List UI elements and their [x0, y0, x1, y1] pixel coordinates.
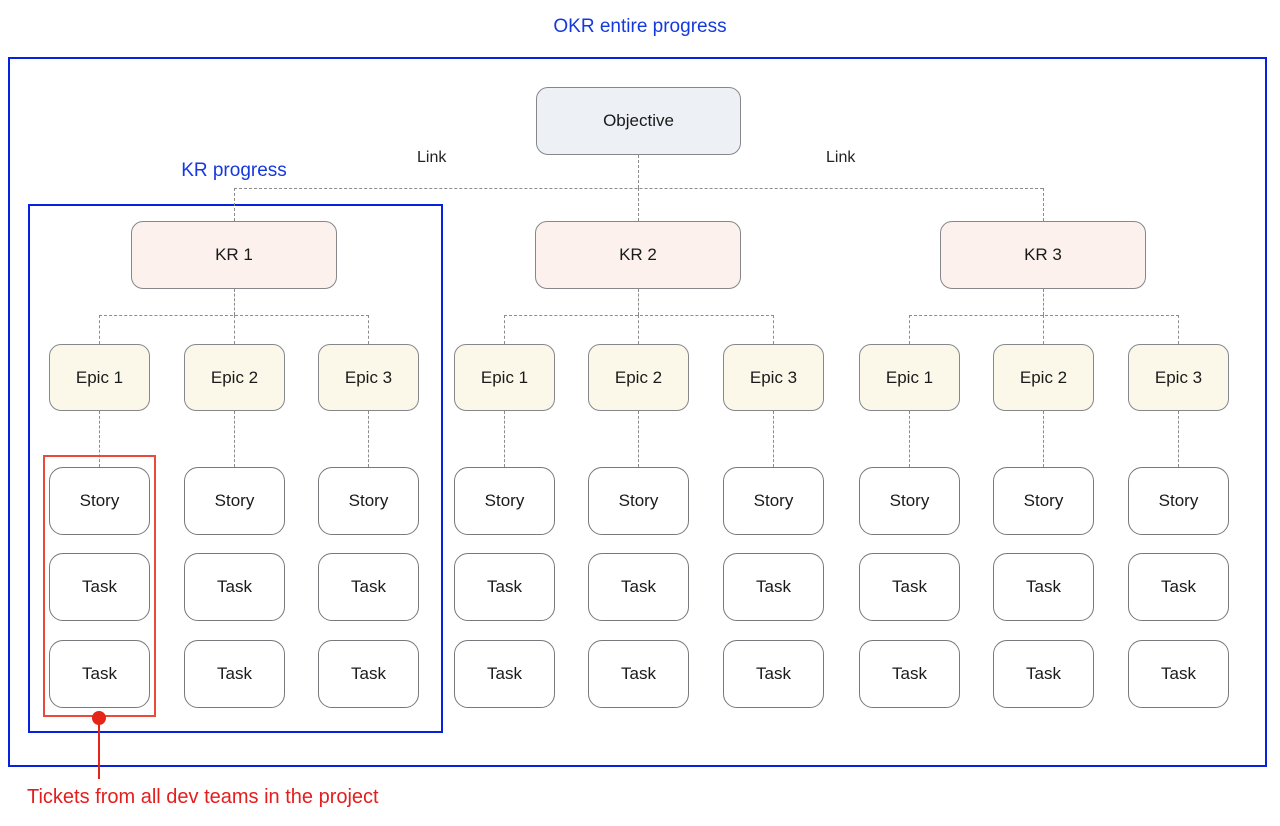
story-node: Story [318, 467, 419, 535]
connector-epic-story [368, 411, 369, 467]
connector-kr1-epic3-drop [368, 315, 369, 344]
story-node: Story [184, 467, 285, 535]
link-label-right: Link [826, 149, 856, 166]
connector-kr3-epic2-drop [1043, 315, 1044, 344]
task-node: Task [318, 640, 419, 708]
okr-entire-progress-frame [8, 57, 1267, 767]
epic-node: Epic 2 [588, 344, 689, 411]
connector-kr1-epic2-drop [234, 315, 235, 344]
connector-kr2-drop [638, 188, 639, 221]
kr3-node: KR 3 [940, 221, 1146, 289]
task-node: Task [993, 640, 1094, 708]
connector-epic-story [909, 411, 910, 467]
epic-node: Epic 2 [184, 344, 285, 411]
task-node: Task [454, 640, 555, 708]
connector-kr3-epics-horizontal [909, 315, 1179, 316]
connector-epic-story [773, 411, 774, 467]
connector-epic-story [99, 411, 100, 467]
task-node: Task [723, 640, 824, 708]
task-node: Task [1128, 553, 1229, 621]
connector-epic-story [1178, 411, 1179, 467]
kr-progress-label: KR progress [181, 160, 287, 181]
task-node: Task [993, 553, 1094, 621]
kr2-node: KR 2 [535, 221, 741, 289]
connector-kr3-epic3-drop [1178, 315, 1179, 344]
story-node: Story [49, 467, 150, 535]
connector-kr2-down [638, 289, 639, 315]
objective-node: Objective [536, 87, 741, 155]
connector-kr3-drop [1043, 188, 1044, 221]
connector-kr1-drop [234, 188, 235, 221]
epic-node: Epic 1 [454, 344, 555, 411]
story-node: Story [993, 467, 1094, 535]
annotation-line [98, 718, 100, 779]
connector-epic-story [234, 411, 235, 467]
task-node: Task [318, 553, 419, 621]
connector-kr2-epic3-drop [773, 315, 774, 344]
task-node: Task [184, 640, 285, 708]
task-node: Task [859, 640, 960, 708]
task-node: Task [588, 553, 689, 621]
story-node: Story [1128, 467, 1229, 535]
page-title: OKR entire progress [553, 16, 727, 37]
story-node: Story [454, 467, 555, 535]
connector-epic-story [1043, 411, 1044, 467]
connector-kr2-epic2-drop [638, 315, 639, 344]
link-label-left: Link [417, 149, 447, 166]
story-node: Story [588, 467, 689, 535]
epic-node: Epic 3 [318, 344, 419, 411]
connector-epic-story [504, 411, 505, 467]
connector-kr2-epic1-drop [504, 315, 505, 344]
task-node: Task [49, 640, 150, 708]
task-node: Task [454, 553, 555, 621]
task-node: Task [723, 553, 824, 621]
connector-kr1-down [234, 289, 235, 315]
epic-node: Epic 3 [1128, 344, 1229, 411]
annotation-text: Tickets from all dev teams in the projec… [27, 786, 379, 808]
epic-node: Epic 2 [993, 344, 1094, 411]
story-node: Story [723, 467, 824, 535]
kr1-node: KR 1 [131, 221, 337, 289]
connector-objective-down [638, 155, 639, 188]
task-node: Task [1128, 640, 1229, 708]
kr-progress-frame [28, 204, 443, 733]
connector-epic-story [638, 411, 639, 467]
story-node: Story [859, 467, 960, 535]
connector-kr2-epics-horizontal [504, 315, 774, 316]
task-node: Task [859, 553, 960, 621]
tickets-highlight-box [43, 455, 156, 717]
connector-kr1-epic1-drop [99, 315, 100, 344]
connector-kr3-down [1043, 289, 1044, 315]
connector-kr3-epic1-drop [909, 315, 910, 344]
task-node: Task [49, 553, 150, 621]
task-node: Task [184, 553, 285, 621]
epic-node: Epic 3 [723, 344, 824, 411]
task-node: Task [588, 640, 689, 708]
epic-node: Epic 1 [859, 344, 960, 411]
epic-node: Epic 1 [49, 344, 150, 411]
